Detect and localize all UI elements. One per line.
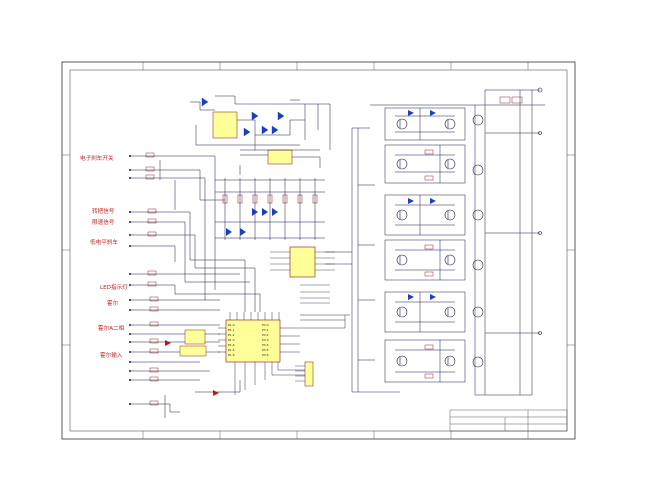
phase-c (384, 291, 466, 383)
svg-text:P1.0: P1.0 (228, 323, 235, 327)
gate-driver-ic (270, 246, 335, 304)
mosfet-icon (444, 254, 456, 266)
array-diodes (226, 208, 278, 236)
regulator-ic-icon (212, 111, 238, 139)
connector-icon (538, 131, 542, 135)
diode-icon (262, 208, 268, 216)
input-label-led: LED指示灯 (100, 283, 128, 291)
mcu: P1.0P1.1P1.2 P1.3P1.4P1.5 P1.6 P3.0P3.1P… (218, 312, 350, 395)
diode-icon (408, 110, 414, 116)
output-mosfet-icon (472, 114, 484, 126)
diode-icon (243, 127, 251, 137)
title-block (449, 409, 568, 432)
diode-icon (430, 294, 436, 300)
connector-icon (304, 361, 314, 387)
svg-text:P1.5: P1.5 (228, 348, 235, 352)
svg-text:P1.1: P1.1 (228, 328, 235, 332)
input-label-electronic-brake: 电子刹车开关 (80, 154, 114, 162)
regulator-ic-2-icon (267, 149, 293, 165)
mosfet-icon (396, 306, 408, 318)
svg-text:P3.0: P3.0 (262, 323, 269, 327)
input-connector-dots (129, 155, 131, 405)
output-mosfet-icon (472, 356, 484, 368)
connector-icon (537, 87, 543, 93)
driver-bus (325, 127, 400, 393)
diode-icon (261, 125, 269, 135)
input-label-speed-limit: 限速信号 (92, 218, 115, 226)
svg-text:P3.5: P3.5 (262, 348, 269, 352)
diode-icon (277, 111, 285, 121)
diode-icon (430, 198, 436, 204)
input-components (145, 152, 207, 406)
diode-icon (271, 125, 279, 135)
mosfets (396, 114, 484, 368)
led-icon (165, 340, 171, 346)
mosfet-icon (396, 118, 408, 130)
diode-icon (272, 208, 278, 216)
mosfet-icon (444, 158, 456, 170)
diode-icon (408, 198, 414, 204)
diode-icon (408, 294, 414, 300)
mcu-pins-right: P3.0P3.1P3.2 P3.3P3.4P3.5 P3.6 (262, 323, 269, 357)
svg-text:P1.4: P1.4 (228, 343, 235, 347)
diode-icon (251, 111, 259, 121)
diode-icon (201, 97, 209, 107)
mosfet-icon (396, 209, 408, 221)
svg-text:P1.3: P1.3 (228, 338, 235, 342)
mcu-pins-left: P1.0P1.1P1.2 P1.3P1.4P1.5 P1.6 (228, 323, 235, 357)
power-stage (370, 89, 545, 396)
resistor-array (215, 178, 325, 240)
bridge-diodes (201, 97, 285, 137)
connector-icon (538, 231, 542, 235)
phase-b (384, 194, 466, 281)
output-mosfet-icon (472, 259, 484, 271)
output-terminals (537, 87, 543, 335)
sheet-frame (61, 61, 576, 440)
mosfet-icon (444, 209, 456, 221)
output-mosfet-icon (472, 164, 484, 176)
svg-text:P3.1: P3.1 (262, 328, 269, 332)
svg-text:P1.6: P1.6 (228, 353, 235, 357)
input-label-hall-a: 霍尔A二相 (98, 324, 125, 332)
input-wiring (130, 155, 261, 418)
status-leds (165, 340, 219, 396)
svg-text:P3.4: P3.4 (262, 343, 269, 347)
svg-text:P1.2: P1.2 (228, 333, 235, 337)
mosfet-icon (444, 118, 456, 130)
ic-chip-icon (289, 246, 316, 278)
ic-chip-icon (225, 319, 281, 363)
diode-icon (430, 110, 436, 116)
output-mosfet-icon (472, 306, 484, 318)
mosfet-icon (396, 158, 408, 170)
svg-text:P3.3: P3.3 (262, 338, 269, 342)
input-label-hall: 霍尔 (107, 299, 119, 307)
input-label-hall-input: 霍尔输入 (100, 351, 123, 359)
input-labels: 电子刹车开关 转把信号 限速信号 低电平刹车 LED指示灯 霍尔 霍尔A二相 霍… (80, 154, 128, 359)
power-supply-section (190, 95, 331, 175)
connector-icon (538, 331, 542, 335)
connector (295, 361, 314, 387)
svg-text:P3.2: P3.2 (262, 333, 269, 337)
mosfet-icon (444, 355, 456, 367)
phase-a (384, 107, 466, 184)
diode-icon (226, 228, 232, 236)
led-icon (213, 390, 219, 396)
output-mosfet-icon (472, 209, 484, 221)
diode-icon (252, 208, 258, 216)
svg-text:P3.6: P3.6 (262, 353, 269, 357)
diode-icon (240, 228, 246, 236)
stage-diodes (408, 110, 436, 300)
mosfet-icon (396, 254, 408, 266)
input-label-throttle: 转把信号 (92, 207, 115, 215)
mosfet-icon (444, 306, 456, 318)
stage-components (424, 96, 523, 379)
input-label-low-brake: 低电平刹车 (90, 238, 118, 246)
mosfet-icon (396, 355, 408, 367)
